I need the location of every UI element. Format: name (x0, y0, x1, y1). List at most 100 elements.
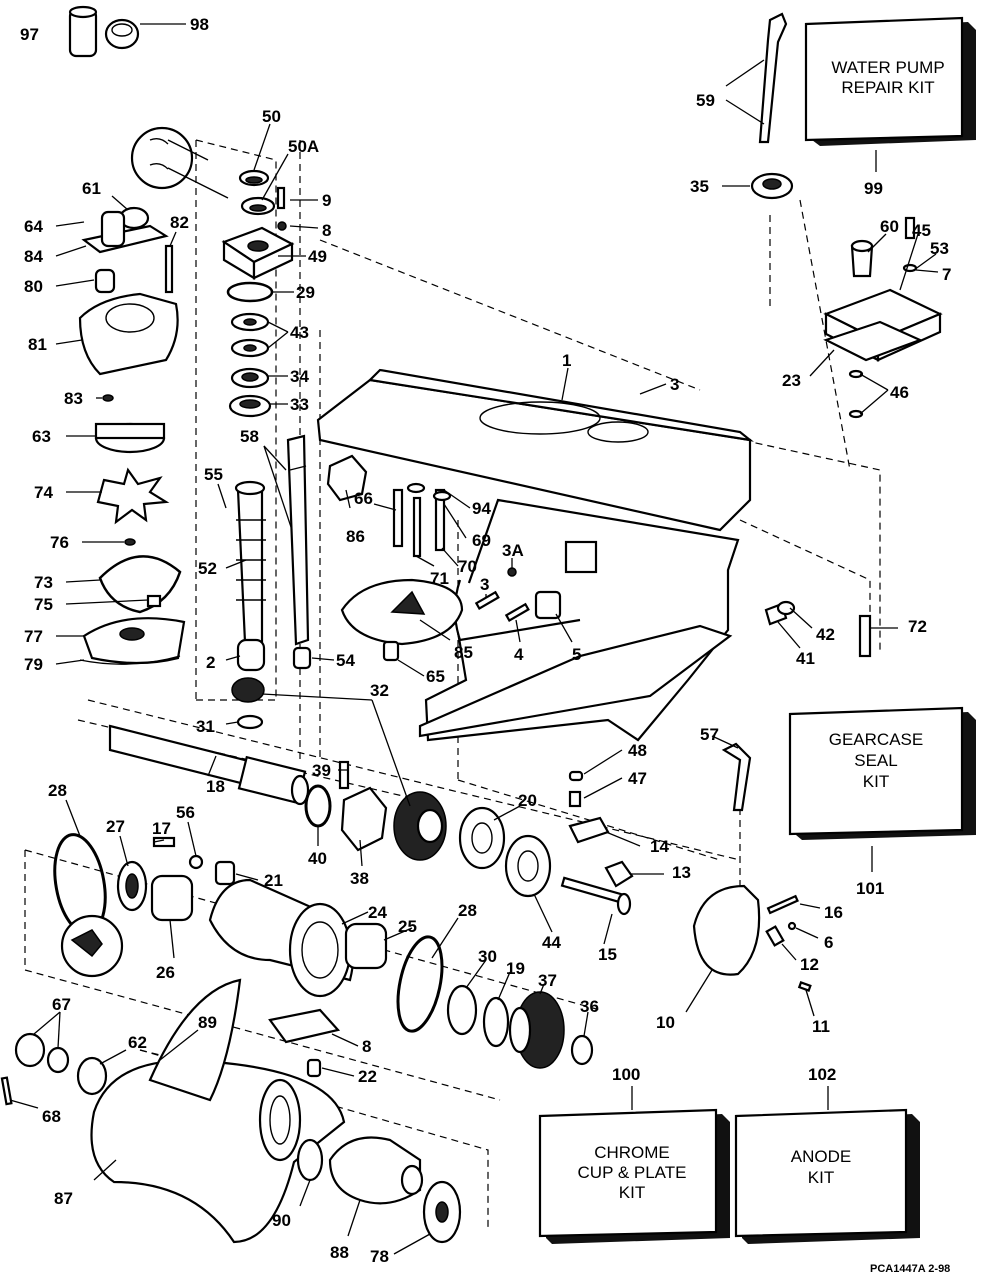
part-label: 66 (354, 489, 373, 508)
part-label: 53 (930, 239, 949, 258)
kit-line: CUP & PLATE (578, 1163, 687, 1182)
part-label: 69 (472, 531, 491, 550)
part-label: 24 (368, 903, 387, 922)
part-label: 33 (290, 395, 309, 414)
part-label: 28 (48, 781, 67, 800)
part-label: 11 (812, 1017, 830, 1036)
part-label: 84 (24, 247, 43, 266)
part-label: 26 (156, 963, 175, 982)
part-label: 44 (542, 933, 561, 952)
kit-line: GEARCASE (829, 730, 923, 749)
part-label: 81 (28, 335, 47, 354)
kit-number: 100 (612, 1065, 640, 1084)
part-label: 68 (42, 1107, 61, 1126)
kit-line: KIT (619, 1183, 645, 1202)
part-label: 63 (32, 427, 51, 446)
part-label: 29 (296, 283, 315, 302)
part-label: 1 (562, 351, 571, 370)
kit-line: ANODE (791, 1147, 851, 1166)
part-label: 45 (912, 221, 931, 240)
part-label: 79 (24, 655, 43, 674)
part-label: 73 (34, 573, 53, 592)
part-label: 20 (518, 791, 537, 810)
part-label: 48 (628, 741, 647, 760)
part-label: 64 (24, 217, 43, 236)
part-label: 75 (34, 595, 53, 614)
part-label: 16 (824, 903, 843, 922)
part-label: 35 (690, 177, 709, 196)
part-label: 30 (478, 947, 497, 966)
part-label: 78 (370, 1247, 389, 1266)
part-label: 62 (128, 1033, 147, 1052)
detail-inset (130, 126, 194, 190)
part-label: 80 (24, 277, 43, 296)
part-label: 2 (206, 653, 215, 672)
part-label: 87 (54, 1189, 73, 1208)
part-label: 46 (890, 383, 909, 402)
part-label: 52 (198, 559, 217, 578)
part-label: 25 (398, 917, 417, 936)
part-label: 61 (82, 179, 101, 198)
part-label: 36 (580, 997, 599, 1016)
part-label: 97 (20, 25, 39, 44)
part-label: 42 (816, 625, 835, 644)
part-label: 19 (506, 959, 525, 978)
part-label: 6 (824, 933, 833, 952)
part-label: 88 (330, 1243, 349, 1262)
part-label: 43 (290, 323, 309, 342)
part-label: 40 (308, 849, 327, 868)
part-label: 67 (52, 995, 71, 1014)
part-label: 28 (458, 901, 477, 920)
part-label: 74 (34, 483, 53, 502)
part-label: 22 (358, 1067, 377, 1086)
part-label: 76 (50, 533, 69, 552)
part-label: 90 (272, 1211, 291, 1230)
part-label: 13 (672, 863, 691, 882)
part-label: 8 (362, 1037, 371, 1056)
leader-lines (9, 23, 939, 1255)
anode-kit-box: ANODE KIT (734, 1108, 920, 1244)
kit-number: 101 (856, 879, 884, 898)
part-label: 83 (64, 389, 83, 408)
part-label: 50A (288, 137, 319, 156)
part-label: 18 (206, 777, 225, 796)
water-pump-repair-kit-box: WATER PUMP REPAIR KIT (804, 16, 976, 146)
part-label: 70 (458, 557, 477, 576)
part-label: 23 (782, 371, 801, 390)
kit-line: KIT (863, 772, 889, 791)
gearcase-seal-kit-box: GEARCASE SEAL KIT (788, 706, 976, 840)
part-label: 54 (336, 651, 355, 670)
part-label: 59 (696, 91, 715, 110)
kit-line: CHROME (594, 1143, 670, 1162)
part-label: 57 (700, 725, 719, 744)
figure-reference: PCA1447A 2-98 (870, 1263, 950, 1275)
part-label: 65 (426, 667, 445, 686)
part-label: 14 (650, 837, 669, 856)
part-label: 50 (262, 107, 281, 126)
part-label: 3 (670, 375, 679, 394)
part-label: 15 (598, 945, 617, 964)
part-label: 71 (430, 569, 449, 588)
part-label: 12 (800, 955, 819, 974)
part-label: 27 (106, 817, 125, 836)
part-label: 31 (196, 717, 215, 736)
gearcase-housing-1 (316, 368, 754, 742)
part-label: 38 (350, 869, 369, 888)
part-label: 49 (308, 247, 327, 266)
part-label: 55 (204, 465, 223, 484)
part-label: 9 (322, 191, 331, 210)
part-label: 37 (538, 971, 557, 990)
part-label: 7 (942, 265, 951, 284)
part-label: 86 (346, 527, 365, 546)
part-label: 41 (796, 649, 815, 668)
part-label: 3 (480, 575, 489, 594)
part-label: 77 (24, 627, 43, 646)
kit-line: KIT (808, 1168, 834, 1187)
part-label: 85 (454, 643, 473, 662)
kit-line: WATER PUMP (831, 58, 944, 77)
part-label: 21 (264, 871, 283, 890)
kit-number: 99 (864, 179, 883, 198)
part-labels: 97 98 50 50A 9 8 49 29 43 34 33 58 55 52… (20, 15, 951, 1266)
part-label: 5 (572, 645, 581, 664)
